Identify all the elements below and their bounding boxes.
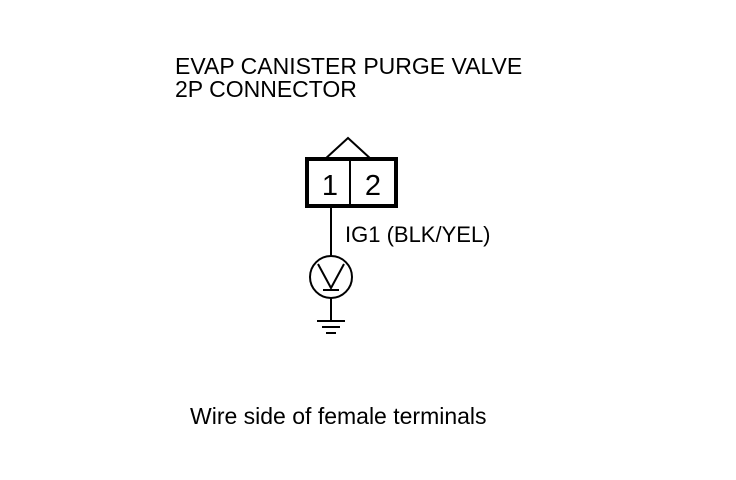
wire-label: IG1 (BLK/YEL) [345, 222, 491, 247]
voltmeter-icon [309, 255, 353, 299]
terminal-1-label: 1 [322, 170, 338, 202]
connector-body [305, 157, 398, 208]
diagram-title-line-2: 2P CONNECTOR [175, 76, 357, 102]
connector-lock-tab [323, 136, 373, 161]
diagram-caption: Wire side of female terminals [190, 403, 487, 429]
ground-icon [317, 320, 345, 334]
diagram-title-line-1: EVAP CANISTER PURGE VALVE [175, 53, 523, 79]
terminal-2-label: 2 [365, 170, 381, 202]
